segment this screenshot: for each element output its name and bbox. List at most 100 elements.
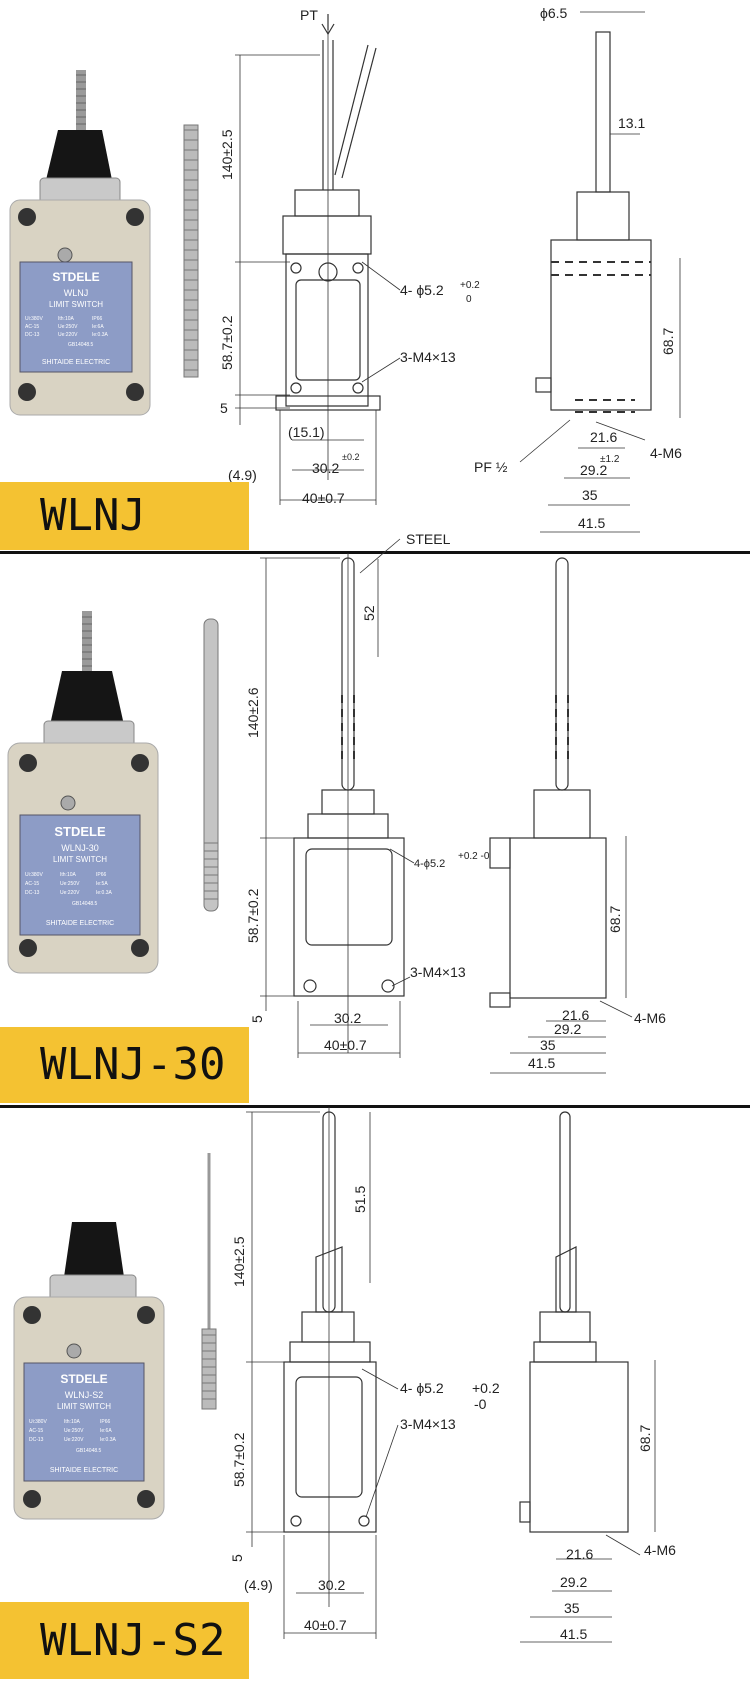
wlnj-dim-5: 5 [220, 400, 228, 416]
wlnj-dim-holes-tol-plus: +0.2 [460, 280, 480, 291]
wlnj-s2-dim-21-6: 21.6 [566, 1546, 593, 1562]
wlnj-30-dim-21-6: 21.6 [562, 1007, 589, 1023]
wlnj-product-photo: STDELE WLNJ LIMIT SWITCH Ui:380V Ith:10A… [9, 70, 151, 416]
wlnj-s2-dim-41-5: 41.5 [560, 1626, 587, 1642]
wlnj-30-spec-5: Ie:5A [96, 881, 108, 887]
wlnj-dim-phi6-5: ϕ6.5 [540, 5, 568, 21]
wlnj-spec-5: Ie:6A [92, 324, 104, 330]
wlnj-s2-spec-8: Ie:0.3A [100, 1437, 117, 1443]
wlnj-30-dim-5: 5 [249, 1015, 265, 1023]
wlnj-dim-68-7: 68.7 [660, 328, 676, 355]
wlnj-30-dim-30-2: 30.2 [334, 1010, 361, 1026]
wlnj-s2-spec-6: DC-13 [29, 1437, 44, 1443]
wlnj-dim-pf: PF ½ [474, 459, 508, 475]
wlnj-30-dim-m4: 3-M4×13 [410, 964, 466, 980]
wlnj-s2-dim-30-2: 30.2 [318, 1577, 345, 1593]
wlnj-s2-dim-68-7: 68.7 [637, 1425, 653, 1452]
wlnj-label-model: WLNJ [64, 288, 89, 298]
wlnj-30-dim-52: 52 [361, 605, 377, 621]
wlnj-s2-spec-2: IP66 [100, 1419, 111, 1425]
wlnj-dim-15-1: (15.1) [288, 424, 325, 440]
wlnj-dim-35: 35 [582, 487, 598, 503]
wlnj-30-dim-35: 35 [540, 1037, 556, 1053]
wlnj-dim-140: 140±2.5 [219, 129, 235, 180]
wlnj-30-spec-0: Ui:380V [25, 872, 43, 878]
wlnj-30-dim-29-2: 29.2 [554, 1021, 581, 1037]
wlnj-spring [183, 124, 199, 378]
wlnj-dim-40: 40±0.7 [302, 490, 345, 506]
wlnj-30-dim-holes-tol: +0.2 -0 [458, 851, 490, 862]
wlnj-s2-maker: SHITAIDE ELECTRIC [50, 1467, 118, 1474]
wlnj-s2-label-type: LIMIT SWITCH [57, 1402, 111, 1411]
wlnj-s2-spec-1: Ith:10A [64, 1419, 81, 1425]
wlnj-s2-dim-4-9: (4.9) [244, 1577, 273, 1593]
wlnj-drawing: STDELE WLNJ LIMIT SWITCH Ui:380V Ith:10A… [9, 5, 682, 533]
wlnj-30-dim-41-5: 41.5 [528, 1055, 555, 1071]
wlnj-dim-holes: 4- ϕ5.2 [400, 282, 444, 298]
panel-wlnj: STDELE WLNJ LIMIT SWITCH Ui:380V Ith:10A… [0, 0, 750, 553]
wlnj-maker: SHITAIDE ELECTRIC [42, 359, 110, 366]
wlnj-spec-4: Ue:250V [58, 324, 78, 330]
wlnj-s2-drawing: STDELE WLNJ-S2 LIMIT SWITCH Ui:380V Ith:… [13, 1107, 676, 1643]
wlnj-30-maker: SHITAIDE ELECTRIC [46, 920, 114, 927]
wlnj-s2-dim-holes-tol-minus: -0 [474, 1396, 487, 1412]
wlnj-s2-dim-holes: 4- ϕ5.2 [400, 1380, 444, 1396]
wlnj-30-model-label: WLNJ-30 [40, 1039, 226, 1090]
wlnj-s2-product-photo: STDELE WLNJ-S2 LIMIT SWITCH Ui:380V Ith:… [13, 1222, 165, 1520]
wlnj-30-steel-rod [203, 618, 219, 912]
wlnj-brand: STDELE [52, 270, 99, 284]
wlnj-model-label: WLNJ [40, 490, 146, 541]
wlnj-dim-58-7: 58.7±0.2 [219, 315, 235, 370]
wlnj-spec-2: IP66 [92, 316, 103, 322]
panel-wlnj-s2: STDELE WLNJ-S2 LIMIT SWITCH Ui:380V Ith:… [0, 1107, 750, 1681]
wlnj-30-drawing: STDELE WLNJ-30 LIMIT SWITCH Ui:380V Ith:… [7, 531, 666, 1074]
wlnj-s2-front-view: 51.5 140±2.5 58.7±0.2 5 4- ϕ5.2 +0.2 -0 … [229, 1107, 500, 1639]
wlnj-s2-side-view: 68.7 4-M6 21.6 29.2 35 41.5 [519, 1111, 676, 1643]
wlnj-30-spec-4: Ue:250V [60, 881, 80, 887]
separator-1 [0, 551, 750, 554]
wlnj-side-view: ϕ6.5 13.1 68.7 4-M6 21.6 ±1.2 29.2 35 41… [474, 5, 682, 533]
wlnj-30-spec-8: Ie:0.3A [96, 890, 113, 896]
wlnj-s2-dim-140: 140±2.5 [231, 1236, 247, 1287]
wlnj-dim-pt: PT [300, 7, 318, 23]
wlnj-30-front-view: STEEL 52 140±2.6 58.7±0.2 5 4-ϕ5.2 +0.2 … [245, 531, 490, 1058]
wlnj-s2-dim-holes-tol-plus: +0.2 [472, 1380, 500, 1396]
wlnj-s2-dim-m4: 3-M4×13 [400, 1416, 456, 1432]
wlnj-30-dim-68-7: 68.7 [607, 906, 623, 933]
wlnj-30-product-photo: STDELE WLNJ-30 LIMIT SWITCH Ui:380V Ith:… [7, 611, 159, 974]
wlnj-30-spec-1: Ith:10A [60, 872, 77, 878]
wlnj-label-type: LIMIT SWITCH [49, 300, 103, 309]
separator-2 [0, 1105, 750, 1108]
wlnj-dim-21-6-tol: ±1.2 [600, 454, 620, 465]
wlnj-dim-m4: 3-M4×13 [400, 349, 456, 365]
wlnj-front-view: PT 140±2.5 58.7±0.2 5 4- ϕ5.2 +0.2 0 3-M… [219, 7, 480, 506]
wlnj-30-side-view: 68.7 4-M6 21.6 29.2 35 41.5 [489, 557, 666, 1074]
wlnj-model-badge: WLNJ [0, 482, 249, 550]
wlnj-s2-spec-3: AC-15 [29, 1428, 43, 1434]
wlnj-s2-dim-58-7: 58.7±0.2 [231, 1432, 247, 1487]
wlnj-30-dim-58-7: 58.7±0.2 [245, 888, 261, 943]
wlnj-s2-spec-7: Ue:220V [64, 1437, 84, 1443]
wlnj-30-standard: GB14048.5 [72, 901, 98, 907]
wlnj-30-dim-40: 40±0.7 [324, 1037, 367, 1053]
wlnj-s2-brand: STDELE [60, 1372, 107, 1386]
wlnj-s2-model-badge: WLNJ-S2 [0, 1602, 249, 1679]
wlnj-30-spec-3: AC-15 [25, 881, 39, 887]
wlnj-30-brand: STDELE [54, 824, 106, 839]
wlnj-s2-dim-51-5: 51.5 [352, 1186, 368, 1213]
wlnj-30-model-badge: WLNJ-30 [0, 1027, 249, 1103]
wlnj-spec-3: AC-15 [25, 324, 39, 330]
wlnj-spec-6: DC-13 [25, 332, 40, 338]
wlnj-dim-m6: 4-M6 [650, 445, 682, 461]
wlnj-s2-dim-5: 5 [229, 1554, 245, 1562]
wlnj-30-dim-140: 140±2.6 [245, 687, 261, 738]
wlnj-spec-7: Ue:220V [58, 332, 78, 338]
wlnj-s2-dim-40: 40±0.7 [304, 1617, 347, 1633]
panel-wlnj-30: STDELE WLNJ-30 LIMIT SWITCH Ui:380V Ith:… [0, 531, 750, 1107]
wlnj-spec-1: Ith:10A [58, 316, 75, 322]
wlnj-s2-dim-35: 35 [564, 1600, 580, 1616]
wlnj-30-spec-6: DC-13 [25, 890, 40, 896]
wlnj-s2-standard: GB14048.5 [76, 1448, 102, 1454]
wlnj-dim-holes-tol-zero: 0 [466, 294, 472, 305]
wlnj-s2-label-model: WLNJ-S2 [65, 1390, 104, 1400]
